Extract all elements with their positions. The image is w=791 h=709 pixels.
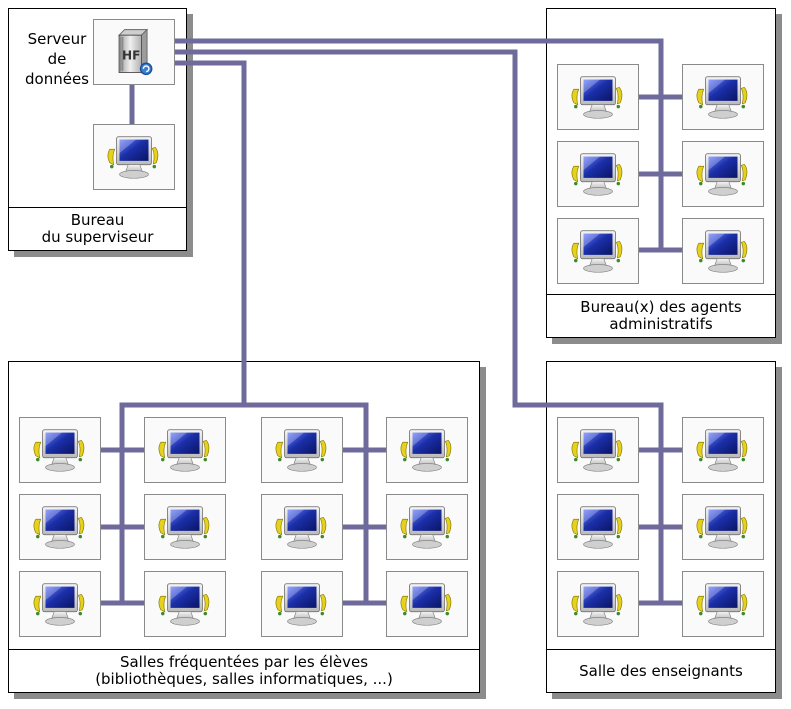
workstation[interactable] [386,417,468,483]
workstation[interactable] [557,64,639,130]
workstation[interactable] [19,571,101,637]
computer-workstation-icon [696,506,748,549]
caption-line: administratifs [609,315,713,333]
computer-workstation-icon [696,429,748,472]
computer-workstation-icon [571,76,623,119]
workstation[interactable] [557,417,639,483]
caption-line: Bureau(x) des agents [580,298,742,316]
computer-workstation-icon [158,506,210,549]
caption-line: Salles fréquentées par les élèves [119,653,369,671]
workstation[interactable] [261,494,343,560]
computer-workstation-icon [158,583,210,626]
caption-line: (bibliothèques, salles informatiques, ..… [95,670,393,688]
workstation[interactable] [93,124,175,190]
computer-workstation-icon [571,583,623,626]
server-label-line: données [25,70,89,88]
computer-workstation-icon [107,136,159,179]
computer-workstation-icon [571,153,623,196]
workstation[interactable] [682,494,764,560]
computer-workstation-icon [696,583,748,626]
workstation[interactable] [682,417,764,483]
link-server-teachers [172,49,664,606]
computer-workstation-icon [275,429,327,472]
workstation[interactable] [682,141,764,207]
admin-office-caption: Bureau(x) des agents administratifs [547,294,775,337]
workstation[interactable] [19,417,101,483]
computer-workstation-icon [400,583,452,626]
supervisor-office-caption: Bureau du superviseur [9,207,186,250]
workstation[interactable] [386,494,468,560]
computer-workstation-icon [33,583,85,626]
computer-workstation-icon [158,429,210,472]
database-server[interactable]: HF [93,19,175,85]
computer-workstation-icon [400,429,452,472]
workstation[interactable] [557,571,639,637]
caption-line: du superviseur [41,228,154,246]
teachers-room-caption: Salle des enseignants [547,649,775,692]
computer-workstation-icon [275,583,327,626]
workstation[interactable] [261,571,343,637]
computer-workstation-icon [33,429,85,472]
server-label-line: de [47,50,67,68]
workstation[interactable] [386,571,468,637]
workstation[interactable] [682,571,764,637]
workstation[interactable] [19,494,101,560]
computer-workstation-icon [571,506,623,549]
computer-workstation-icon [400,506,452,549]
workstation[interactable] [144,571,226,637]
link-server-students [172,60,247,408]
workstation[interactable] [557,494,639,560]
computer-workstation-icon [696,153,748,196]
computer-workstation-icon [696,230,748,273]
workstation[interactable] [144,494,226,560]
caption-line: Salle des enseignants [579,661,743,680]
workstation[interactable] [557,218,639,284]
caption-line: Bureau [70,211,125,229]
workstation[interactable] [557,141,639,207]
server-label-line: Serveur [27,30,87,48]
workstation[interactable] [682,64,764,130]
workstation[interactable] [261,417,343,483]
link-server-admin [172,38,664,253]
workstation[interactable] [682,218,764,284]
database-server-icon: HF [117,28,153,76]
computer-workstation-icon [696,76,748,119]
computer-workstation-icon [33,506,85,549]
server-icon-text: HF [122,48,140,62]
server-label: Serveur de données [17,29,97,89]
computer-workstation-icon [571,230,623,273]
computer-workstation-icon [571,429,623,472]
student-rooms-caption: Salles fréquentées par les élèves (bibli… [9,649,479,692]
workstation[interactable] [144,417,226,483]
computer-workstation-icon [275,506,327,549]
